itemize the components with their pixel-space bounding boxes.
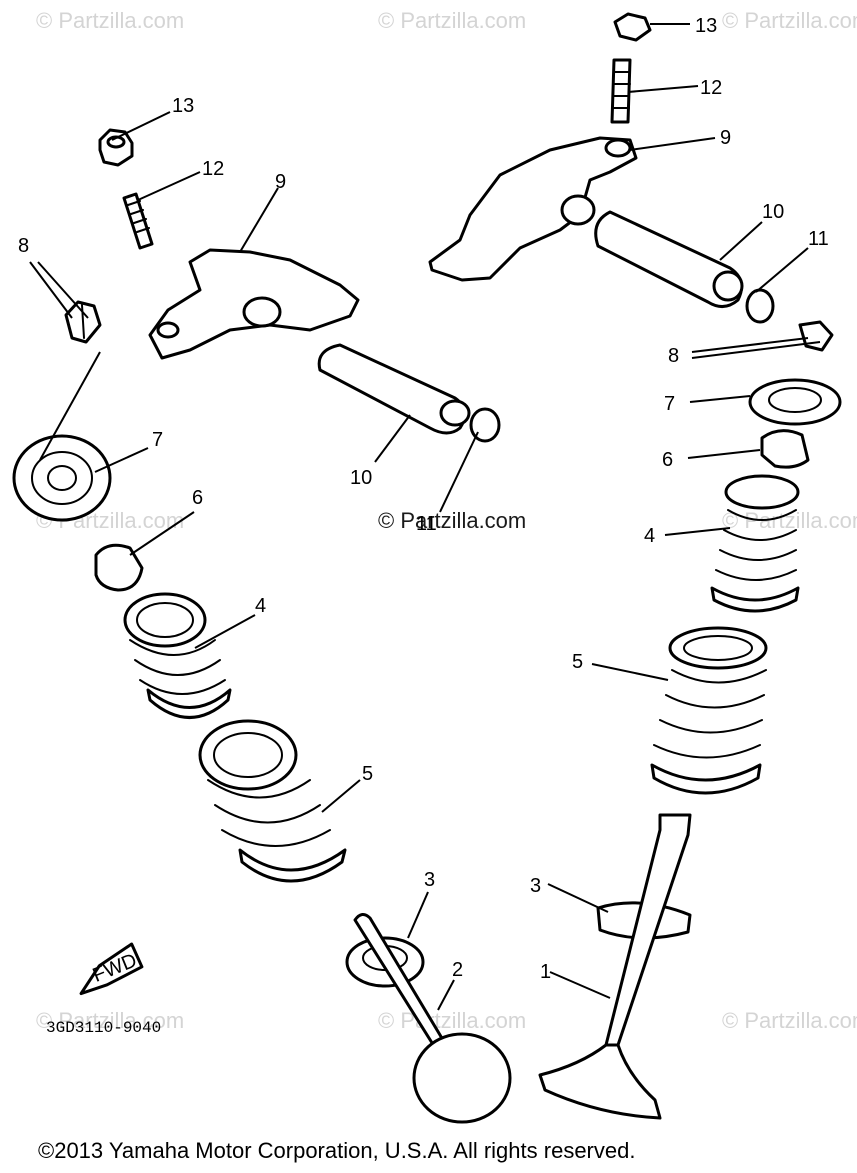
callout-13: 13 — [695, 15, 717, 37]
watermark: © Partzilla.com — [722, 1008, 857, 1033]
watermark: © Partzilla.com — [36, 8, 184, 33]
callout-6: 6 — [662, 449, 673, 471]
watermark: © Partzilla.com — [378, 8, 526, 33]
part-8-valve-cotters-right — [798, 320, 834, 352]
callout-8: 8 — [18, 235, 29, 257]
part-7-spring-retainer-right — [748, 378, 842, 426]
part-13-locknut-right — [613, 12, 652, 42]
watermark-center: © Partzilla.com — [378, 508, 526, 533]
callout-5: 5 — [362, 763, 373, 785]
callout-6: 6 — [192, 487, 203, 509]
callout-7: 7 — [152, 429, 163, 451]
callout-3: 3 — [424, 869, 435, 891]
watermark: © Partzilla.com — [378, 1008, 526, 1033]
part-6-valve-stem-seal-right — [760, 429, 810, 469]
callout-12: 12 — [700, 77, 722, 99]
callout-10: 10 — [762, 201, 784, 223]
watermark: © Partzilla.com — [36, 1008, 184, 1033]
callout-13: 13 — [172, 95, 194, 117]
callout-7: 7 — [664, 393, 675, 415]
callout-4: 4 — [644, 525, 655, 547]
callout-3: 3 — [530, 875, 541, 897]
part-9-rocker-arm-left — [148, 248, 360, 360]
leader-lines — [29, 23, 821, 1011]
callout-1: 1 — [540, 961, 551, 983]
copyright-footer: ©2013 Yamaha Motor Corporation, U.S.A. A… — [38, 1138, 635, 1163]
callout-11: 11 — [416, 513, 437, 535]
watermark-layer: © Partzilla.com © Partzilla.com © Partzi… — [36, 8, 857, 1033]
callout-9: 9 — [720, 127, 731, 149]
part-11-o-ring-right — [745, 288, 775, 324]
callout-11: 11 — [808, 228, 829, 250]
callout-12: 12 — [202, 158, 224, 180]
part-4-inner-spring-right — [710, 474, 800, 613]
fwd-direction-arrow: FWD — [79, 942, 144, 996]
part-8-valve-cotters-left — [64, 300, 102, 344]
callout-8: 8 — [668, 345, 679, 367]
callout-9: 9 — [275, 171, 286, 193]
part-5-outer-spring-right — [650, 626, 768, 795]
watermark: © Partzilla.com — [722, 508, 857, 533]
callout-5: 5 — [572, 651, 583, 673]
part-10-rocker-shaft-left — [317, 343, 471, 435]
diagram-code: 3GD3110-9040 — [46, 1019, 161, 1037]
part-7-spring-retainer-left — [12, 434, 112, 522]
part-13-locknut-left — [98, 128, 134, 167]
part-12-adjuster-right — [610, 58, 632, 124]
callout-4: 4 — [255, 595, 266, 617]
part-6-valve-stem-seal-left — [94, 543, 144, 592]
part-1-exhaust-valve — [538, 813, 692, 1120]
part-4-inner-spring-left — [123, 592, 232, 719]
callout-2: 2 — [452, 959, 463, 981]
part-2-intake-valve — [353, 913, 512, 1124]
part-9-rocker-arm-right — [428, 136, 638, 282]
part-5-outer-spring-left — [198, 719, 347, 883]
part-10-rocker-shaft-right — [594, 210, 744, 308]
callout-labels: 13 12 9 8 7 10 11 6 4 5 3 2 13 12 9 10 1… — [18, 15, 829, 983]
watermark: © Partzilla.com — [722, 8, 857, 33]
part-12-adjuster-left — [122, 192, 154, 250]
callout-10: 10 — [350, 467, 372, 489]
